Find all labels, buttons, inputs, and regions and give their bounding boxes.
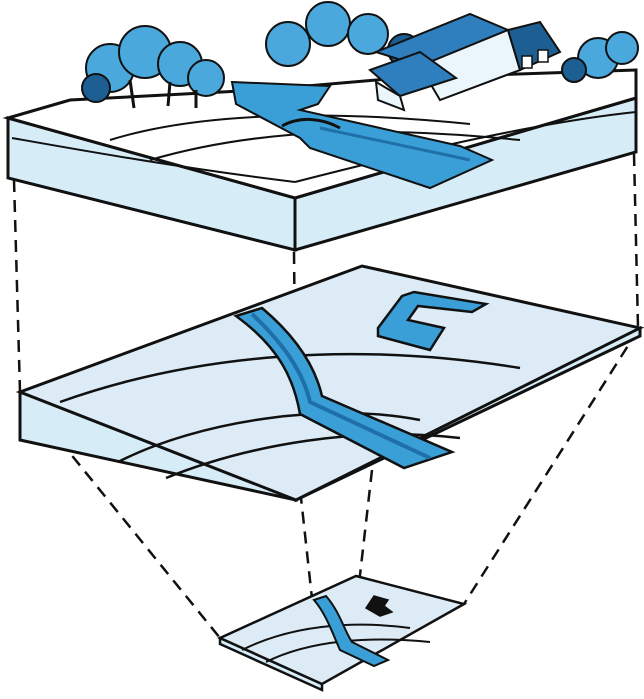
landscape-block — [8, 2, 638, 250]
projection-line — [14, 180, 20, 392]
projection-line — [634, 154, 638, 328]
map-plane-small — [220, 576, 464, 690]
map-plane-large-surface — [20, 266, 640, 500]
map-plane-large — [20, 266, 640, 500]
